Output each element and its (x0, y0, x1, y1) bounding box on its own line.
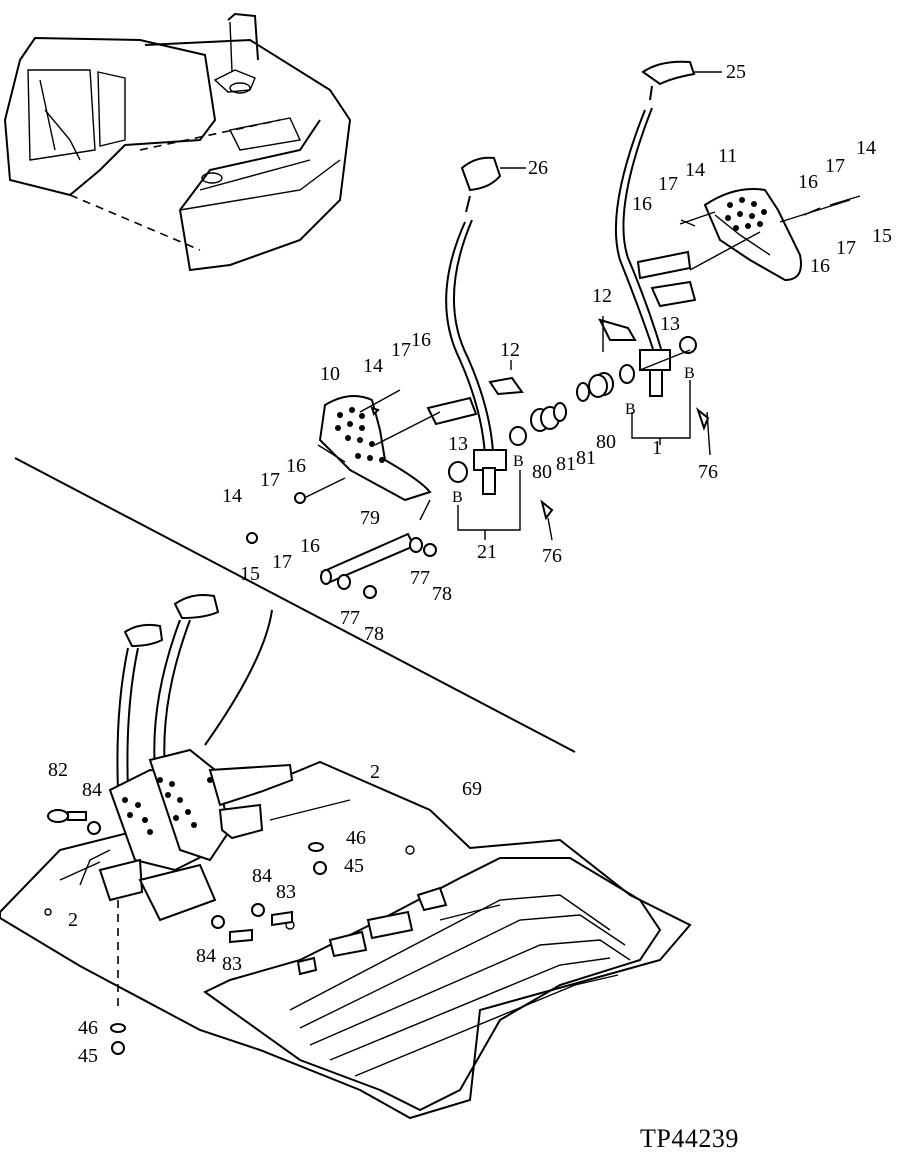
callout-25: 25 (726, 61, 746, 83)
callout-76b: 76 (542, 545, 562, 567)
callout-77b: 77 (340, 607, 360, 629)
hardware-left (246, 376, 567, 544)
shaft-79 (320, 532, 437, 599)
callout-81b: 81 (556, 453, 576, 475)
bracket-label-b2: B (513, 453, 524, 470)
callout-2b: 2 (68, 909, 78, 931)
callout-16e: 16 (286, 455, 306, 477)
callout-45b: 45 (78, 1045, 98, 1067)
hardware-right (576, 195, 861, 431)
lever-25 (614, 60, 696, 397)
leader-lines (500, 71, 722, 541)
callout-14a: 14 (685, 159, 705, 181)
bracket-lines (419, 380, 691, 540)
floor-plate-assembly (0, 760, 692, 1120)
callout-17d: 17 (391, 339, 411, 361)
callout-15b: 15 (240, 563, 260, 585)
callout-83b: 83 (222, 953, 242, 975)
callout-82: 82 (48, 759, 68, 781)
callout-11: 11 (718, 145, 737, 167)
lower-lever-pedals (47, 594, 351, 1055)
bracket-label-b1: B (452, 489, 463, 506)
callout-17f: 17 (272, 551, 292, 573)
callout-46a: 46 (346, 827, 366, 849)
callout-17c: 17 (836, 237, 856, 259)
callout-16f: 16 (300, 535, 320, 557)
pedal-11 (636, 188, 851, 308)
callout-81a: 81 (576, 447, 596, 469)
callout-84a: 84 (82, 779, 102, 801)
callout-12a: 12 (592, 285, 612, 307)
callout-17a: 17 (658, 173, 678, 195)
callout-16c: 16 (810, 255, 830, 277)
separator-tick (204, 609, 273, 746)
callout-13a: 13 (660, 313, 680, 335)
callout-12b: 12 (500, 339, 520, 361)
separator-line (14, 457, 576, 753)
callout-17e: 17 (260, 469, 280, 491)
callout-16d: 16 (411, 329, 431, 351)
callout-labels: 25 26 11 14 17 16 16 17 14 15 17 16 12 1… (48, 61, 892, 1067)
callout-78b: 78 (364, 623, 384, 645)
bracket-label-b3: B (625, 401, 636, 418)
callout-14d: 14 (222, 485, 242, 507)
callout-77a: 77 (410, 567, 430, 589)
callout-16a: 16 (632, 193, 652, 215)
bracket-label-b4: B (684, 365, 695, 382)
callout-46b: 46 (78, 1017, 98, 1039)
callout-14b: 14 (856, 137, 876, 159)
callout-78a: 78 (432, 583, 452, 605)
callout-26: 26 (528, 157, 548, 179)
callout-84b: 84 (252, 865, 272, 887)
lever-26 (445, 156, 507, 495)
callout-69: 69 (462, 778, 482, 800)
callout-2a: 2 (370, 761, 380, 783)
callout-17b: 17 (825, 155, 845, 177)
excavator-overview-illustration (3, 12, 352, 272)
drawing-code-label: TP44239 (640, 1124, 739, 1153)
callout-10: 10 (320, 363, 340, 385)
callout-16b: 16 (798, 171, 818, 193)
callout-80a: 80 (596, 431, 616, 453)
callout-14c: 14 (363, 355, 383, 377)
callout-84c: 84 (196, 945, 216, 967)
callout-79: 79 (360, 507, 380, 529)
callout-45a: 45 (344, 855, 364, 877)
callout-76a: 76 (698, 461, 718, 483)
callout-21: 21 (477, 541, 497, 563)
pedal-10 (299, 389, 478, 502)
callout-83a: 83 (276, 881, 296, 903)
callout-13b: 13 (448, 433, 468, 455)
callout-1: 1 (652, 437, 662, 459)
callout-15a: 15 (872, 225, 892, 247)
callout-80b: 80 (532, 461, 552, 483)
